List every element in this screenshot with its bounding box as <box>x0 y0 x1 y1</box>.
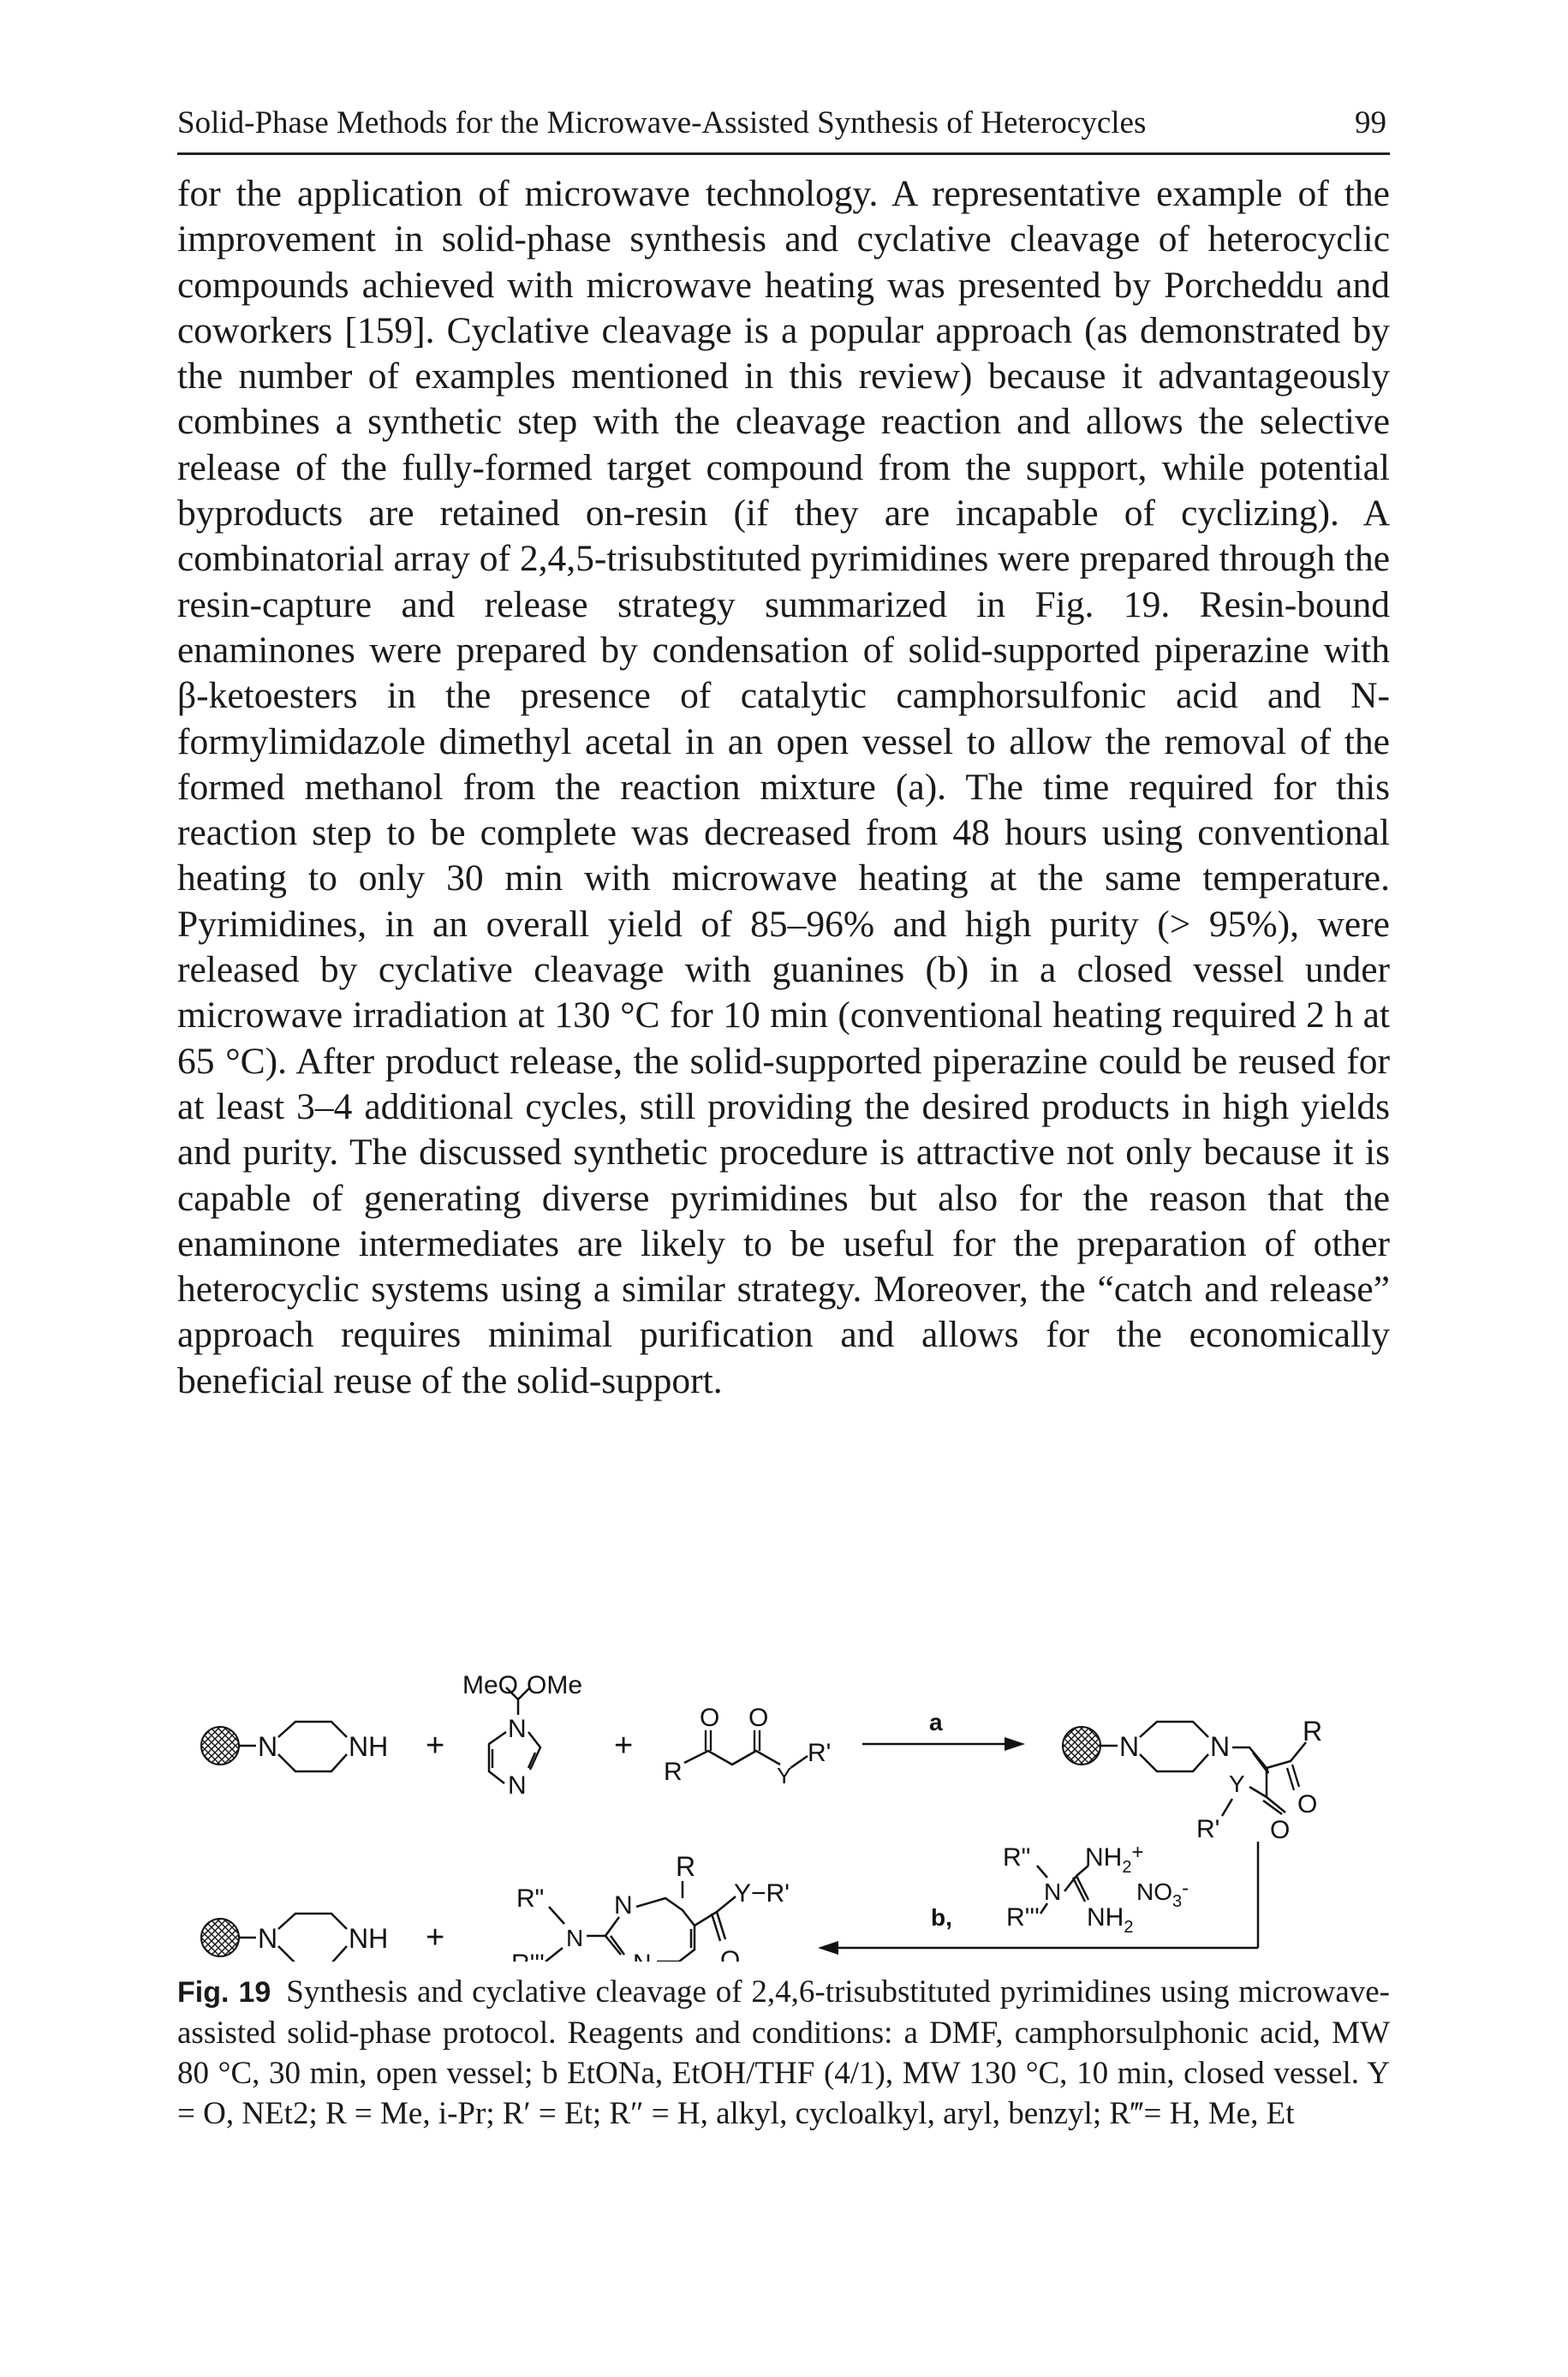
resin-bead-icon <box>1062 1726 1101 1765</box>
reaction-arrow-b: b, <box>818 1904 1258 1955</box>
piperazine-n-label: N <box>258 1731 277 1762</box>
guanidine-r3-label: R''' <box>1006 1903 1040 1932</box>
piperazine-nh-label: NH <box>349 1731 388 1762</box>
beta-ketoester: O O R Y R' <box>664 1704 831 1789</box>
running-head: Solid-Phase Methods for the Microwave-As… <box>177 101 1390 155</box>
guanidine-n-label: N <box>1044 1878 1061 1905</box>
ketoester-rprime-label: R' <box>808 1739 831 1767</box>
page-number: 99 <box>1355 105 1386 140</box>
nitrate-label: NO3- <box>1136 1877 1189 1911</box>
guanidine-nh2-bottom-label: NH2 <box>1087 1903 1133 1937</box>
plus-sign: + <box>426 1920 444 1956</box>
enaminone-n2-label: N <box>1210 1731 1230 1762</box>
product-r3-label: R''' <box>511 1950 545 1962</box>
meo-label: MeO <box>462 1671 518 1699</box>
ome-label: OMe <box>527 1671 582 1699</box>
resin-bead-icon <box>200 1726 240 1765</box>
product-n3-label: N <box>566 1925 583 1951</box>
enaminone-o2-label: O <box>1270 1816 1290 1844</box>
piperazine-nh-label: NH <box>349 1923 388 1954</box>
caption-label: Fig. 19 <box>177 1976 271 2009</box>
pyrimidine-product: R N N N R" R''' Y−R' O <box>511 1851 790 1962</box>
product-n1-label: N <box>614 1891 633 1920</box>
condition-a-label: a <box>929 1709 943 1735</box>
product-r2-label: R" <box>516 1884 544 1913</box>
imidazole-n1-label: N <box>508 1715 527 1743</box>
plus-sign: + <box>426 1728 444 1764</box>
product-y-r-label: Y−R' <box>734 1879 790 1908</box>
plus-sign: + <box>614 1728 633 1764</box>
ketoester-y-label: Y <box>777 1763 791 1789</box>
condition-b-label: b, <box>931 1904 952 1931</box>
enaminone-n1-label: N <box>1119 1731 1139 1762</box>
enaminone-y-label: Y <box>1229 1771 1245 1797</box>
product-r-label: R <box>676 1851 695 1882</box>
guanidine-r2-label: R" <box>1003 1843 1030 1872</box>
enaminone-o1-label: O <box>1297 1790 1317 1819</box>
figure-19-scheme: N NH + MeO OMe N N + O O R Y R' a <box>177 1585 1393 1962</box>
resin-bead-icon <box>200 1918 240 1957</box>
resin-piperazine-top: N NH <box>200 1720 388 1773</box>
reaction-scheme-svg: N NH + MeO OMe N N + O O R Y R' a <box>200 1671 1322 1962</box>
ketone-o-label: O <box>700 1704 719 1732</box>
caption-text: Synthesis and cyclative cleavage of 2,4,… <box>177 1974 1390 2131</box>
guanidinium-nitrate: R" N NH2+ NO3- R''' NH2 <box>1003 1841 1189 1937</box>
piperazine-n-label: N <box>258 1923 277 1954</box>
reaction-arrow-a: a <box>862 1709 1025 1751</box>
resin-piperazine-bottom: N NH <box>200 1912 388 1962</box>
formylimidazole-acetal: MeO OMe N N <box>462 1671 582 1800</box>
guanidine-nh2-top-label: NH2+ <box>1085 1841 1143 1877</box>
resin-bound-enaminone: N N R O Y R' O <box>1062 1716 1322 1844</box>
ketoester-r-label: R <box>664 1758 683 1786</box>
running-title: Solid-Phase Methods for the Microwave-As… <box>177 105 1147 140</box>
body-paragraph: for the application of microwave technol… <box>177 173 1390 1401</box>
imidazole-n2-label: N <box>508 1771 527 1800</box>
enaminone-r-label: R <box>1303 1716 1322 1747</box>
product-n2-label: N <box>633 1950 652 1962</box>
enaminone-rprime-label: R' <box>1196 1815 1219 1843</box>
ester-o-label: O <box>748 1704 768 1732</box>
product-o-label: O <box>720 1946 740 1962</box>
